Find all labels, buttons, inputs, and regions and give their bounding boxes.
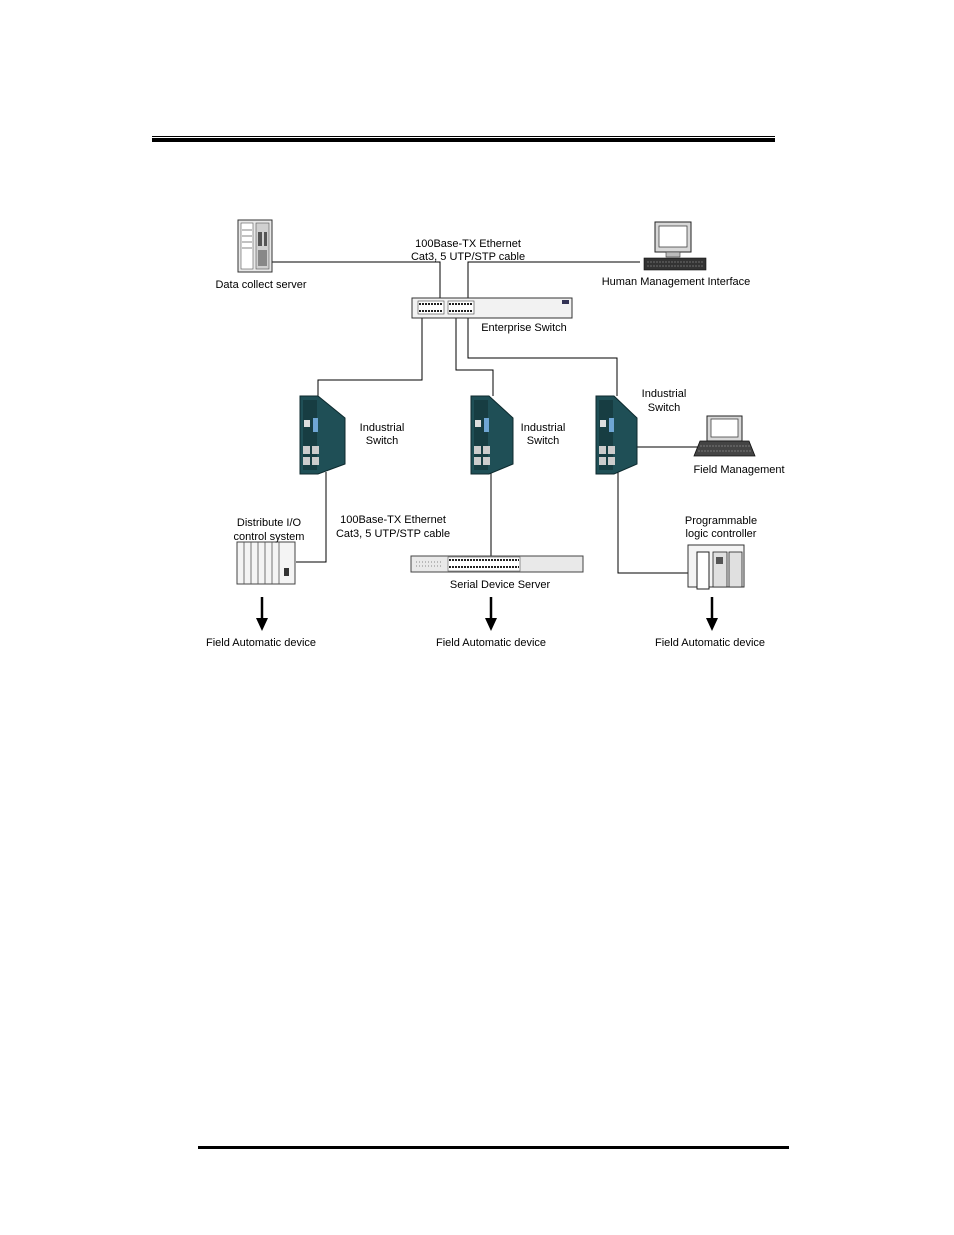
industrial1-to-dio-line (296, 472, 327, 563)
field-device-label-right: Field Automatic device (655, 637, 765, 649)
industrial3-to-plc-line (617, 472, 688, 574)
arrow-right-head (706, 618, 718, 631)
plc-label-line2: logic controller (686, 528, 757, 540)
field-arrows (260, 597, 714, 620)
cable-label-top-line2: Cat3, 5 UTP/STP cable (411, 251, 525, 263)
field-device-label-left: Field Automatic device (206, 637, 316, 649)
enterprise-switch-label: Enterprise Switch (481, 322, 567, 334)
header-rule (152, 138, 775, 142)
cable-label-mid-line2: Cat3, 5 UTP/STP cable (336, 528, 450, 540)
server-icon (237, 219, 273, 273)
cable-label-mid-line1: 100Base-TX Ethernet (340, 514, 446, 526)
cable-label-top-line1: 100Base-TX Ethernet (415, 238, 521, 250)
plc-label-line1: Programmable (685, 515, 757, 527)
arrow-left-head (256, 618, 268, 631)
industrial-switch-1-label-line2: Switch (366, 435, 398, 447)
industrial-switch-icon-3 (595, 395, 638, 475)
laptop-icon (693, 415, 756, 457)
hmi-to-switch-line (467, 261, 640, 298)
serial-server-label: Serial Device Server (450, 579, 551, 591)
plc-icon (687, 544, 745, 590)
industrial-switch-3-label-line1: Industrial (642, 388, 687, 400)
distribute-io-label-line2: control system (234, 531, 305, 543)
switch-to-industrial3-line (467, 318, 618, 396)
footer-rule (198, 1146, 789, 1149)
enterprise-switch-icon (411, 297, 573, 319)
distribute-io-label-line1: Distribute I/O (237, 517, 302, 529)
industrial-switch-2-label-line2: Switch (527, 435, 559, 447)
industrial-switch-2-label-line1: Industrial (521, 422, 566, 434)
switch-to-industrial2-line (455, 318, 494, 396)
header-rule-thin (152, 136, 775, 137)
industrial-switch-3-label-line2: Switch (648, 402, 680, 414)
hmi-label: Human Management Interface (602, 276, 751, 288)
data-server-label: Data collect server (215, 279, 306, 291)
industrial-switch-icon-2 (470, 395, 514, 475)
cable-lines (272, 261, 705, 574)
field-management-label: Field Management (693, 464, 784, 476)
field-device-label-center: Field Automatic device (436, 637, 546, 649)
industrial-switch-icon-1 (299, 395, 346, 475)
arrow-center-head (485, 618, 497, 631)
switch-to-industrial1-line (317, 318, 423, 396)
computer-icon (643, 221, 707, 271)
io-rack-icon (236, 541, 296, 585)
serial-server-icon (410, 555, 584, 573)
industrial-switch-1-label-line1: Industrial (360, 422, 405, 434)
server-to-switch-line (272, 261, 441, 298)
